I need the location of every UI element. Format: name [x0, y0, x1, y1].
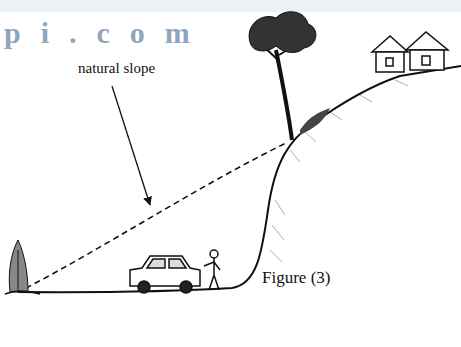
- natural-slope-line: [26, 142, 288, 288]
- scan-strip: [0, 0, 461, 12]
- small-tree: [5, 240, 40, 294]
- watermark: pi.com: [4, 16, 210, 50]
- person: [204, 250, 220, 290]
- figure-caption: Figure (3): [262, 268, 330, 288]
- hill-profile: [18, 66, 461, 292]
- tree: [249, 12, 330, 140]
- car: [130, 256, 200, 293]
- slope-label: natural slope: [78, 60, 155, 77]
- houses: [372, 32, 448, 72]
- leader-arrow: [112, 86, 150, 205]
- hill-hatching: [270, 80, 408, 262]
